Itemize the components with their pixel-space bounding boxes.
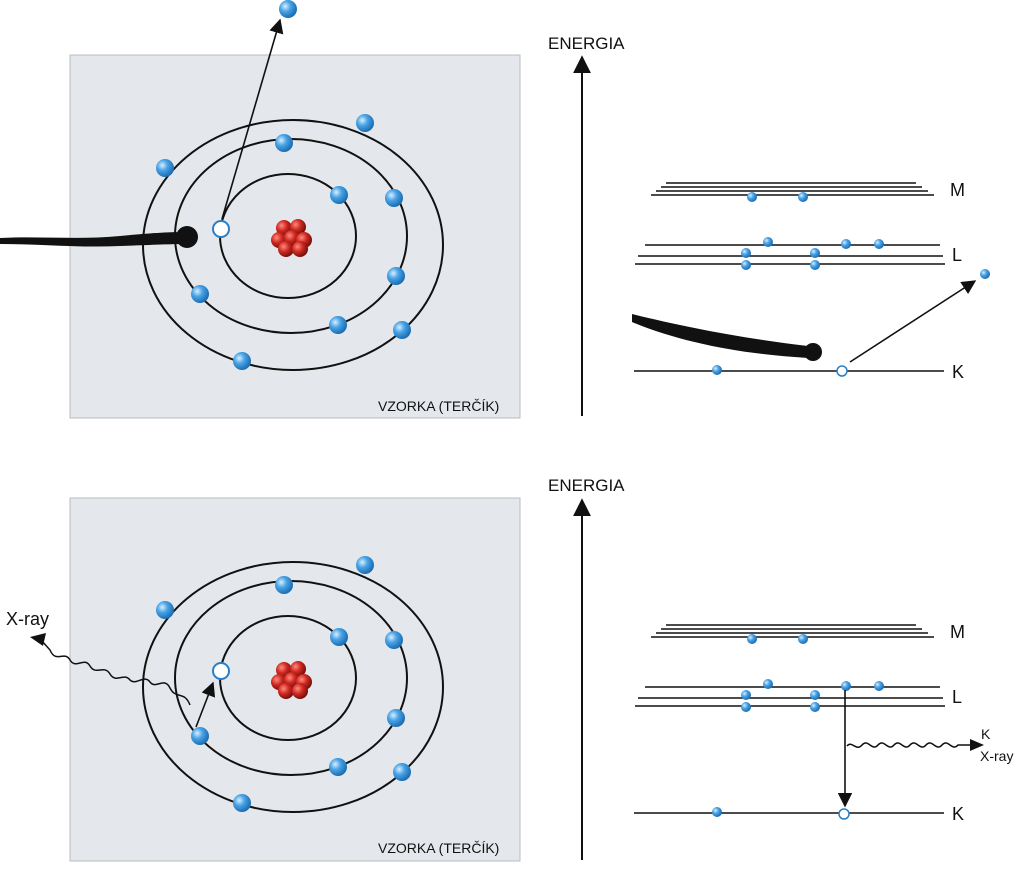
bottom-energy-diagram: ENERGIA M L K (548, 476, 1013, 860)
electron (156, 159, 174, 177)
electron (330, 628, 348, 646)
m-levels (651, 182, 934, 202)
transition-arrow (195, 681, 216, 728)
vacancy (212, 220, 230, 238)
electron (233, 352, 251, 370)
sample-label: VZORKA (TERČÍK) (378, 398, 499, 414)
xray-arrowhead (30, 633, 46, 646)
l-levels (635, 237, 945, 270)
kxray-k-label: K (981, 726, 991, 742)
electron (387, 709, 405, 727)
m-levels (651, 624, 934, 644)
energy-label: ENERGIA (548, 34, 625, 53)
shell-m-label: M (950, 622, 965, 642)
vacancy (212, 662, 230, 680)
shell-l-label: L (952, 245, 962, 265)
electrons (156, 114, 411, 370)
electron (156, 601, 174, 619)
ejection-arrow (221, 18, 284, 220)
electron (329, 758, 347, 776)
orbit-m (142, 561, 444, 813)
xray-wave (41, 640, 191, 706)
electron (385, 189, 403, 207)
electrons (156, 556, 411, 812)
shell-k-label: K (952, 804, 964, 824)
top-atom-panel: VZORKA (TERČÍK) (0, 0, 521, 419)
electron (385, 631, 403, 649)
electron (330, 186, 348, 204)
energy-ejection-arrow (849, 280, 977, 363)
shell-m-label: M (950, 180, 965, 200)
shell-l-label: L (952, 687, 962, 707)
electron (329, 316, 347, 334)
k-vacancy (838, 808, 850, 820)
electron (191, 727, 209, 745)
kxray-arrowhead (970, 739, 984, 751)
electron (393, 321, 411, 339)
electron (393, 763, 411, 781)
energy-label: ENERGIA (548, 476, 625, 495)
electron (387, 267, 405, 285)
shell-k-label: K (952, 362, 964, 382)
electron (275, 134, 293, 152)
k-vacancy (836, 365, 848, 377)
incoming-electron (176, 226, 198, 248)
k-electron (712, 807, 722, 817)
xray-label: X-ray (6, 609, 49, 629)
electron (233, 794, 251, 812)
electron (191, 285, 209, 303)
kxray-label: X-ray (980, 748, 1013, 764)
electron (275, 576, 293, 594)
top-energy-diagram: ENERGIA M L K (548, 34, 990, 416)
sample-label: VZORKA (TERČÍK) (378, 840, 499, 856)
energy-ejected-electron (980, 269, 990, 279)
electron (356, 556, 374, 574)
incoming-electron-trail (0, 232, 186, 247)
energy-incoming-trail (632, 314, 808, 358)
kxray-wave (846, 742, 970, 748)
bottom-atom-panel: X-ray VZORKA (TERČÍK) (6, 497, 521, 862)
l-levels (635, 679, 945, 712)
energy-incoming-electron (804, 343, 822, 361)
ejected-electron (279, 0, 297, 18)
electron (356, 114, 374, 132)
k-electron (712, 365, 722, 375)
